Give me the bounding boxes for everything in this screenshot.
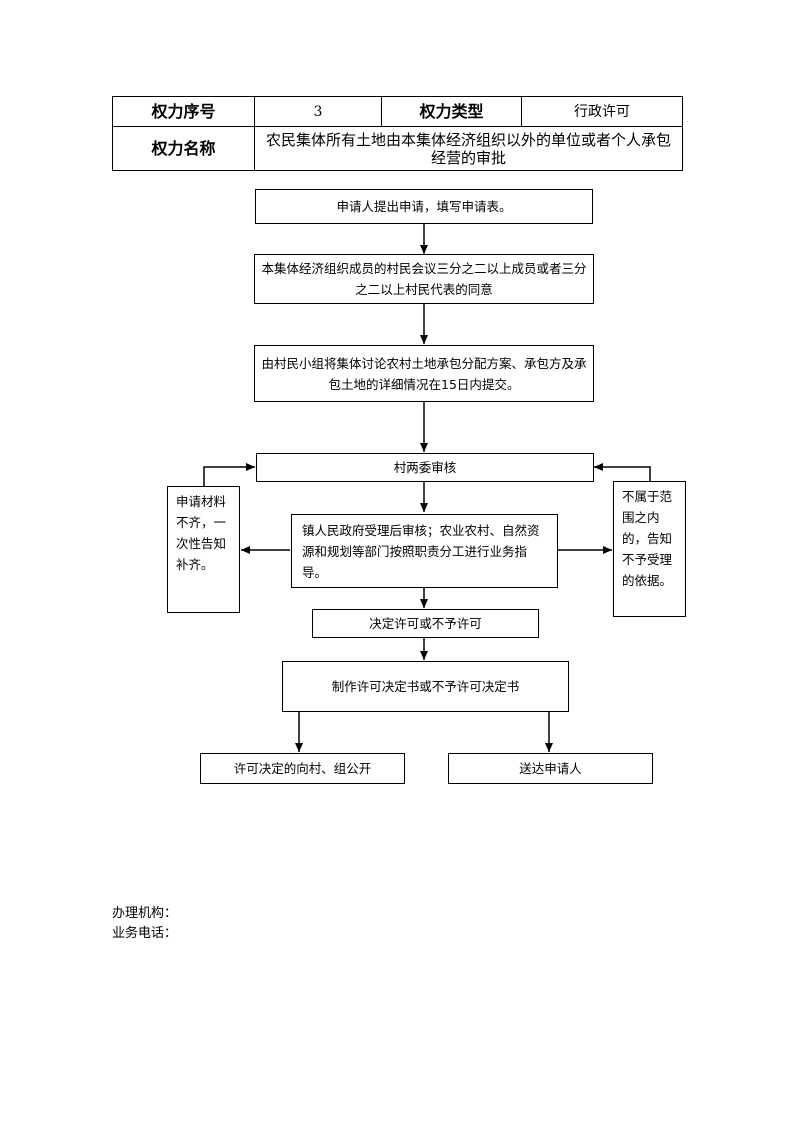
- power-name-value: 农民集体所有土地由本集体经济组织以外的单位或者个人承包经营的审批: [254, 126, 683, 171]
- business-phone-label: 业务电话：: [112, 926, 178, 941]
- branch-incomplete-materials: 申请材料不齐，一次性告知补齐。: [167, 486, 240, 613]
- outcome-publish: 许可决定的向村、组公开: [200, 753, 405, 784]
- outcome-deliver: 送达申请人: [448, 753, 653, 784]
- step-villager-consent: 本集体经济组织成员的村民会议三分之二以上成员或者三分之二以上村民代表的同意: [254, 254, 594, 304]
- handling-org-label: 办理机构：: [112, 906, 178, 921]
- step-town-review: 镇人民政府受理后审核；农业农村、自然资源和规划等部门按照职责分工进行业务指导。: [291, 514, 558, 588]
- step-decision: 决定许可或不予许可: [312, 609, 539, 638]
- step-apply: 申请人提出申请，填写申请表。: [255, 189, 593, 224]
- step-group-submit: 由村民小组将集体讨论农村土地承包分配方案、承包方及承包土地的详细情况在15日内提…: [254, 345, 594, 402]
- power-seq-value: 3: [254, 96, 382, 127]
- power-seq-label: 权力序号: [112, 96, 255, 127]
- step-village-review: 村两委审核: [256, 453, 594, 482]
- power-name-label: 权力名称: [112, 126, 255, 171]
- branch-out-of-scope: 不属于范围之内的，告知不予受理的依据。: [613, 481, 686, 617]
- power-info-table: 权力序号 3 权力类型 行政许可 权力名称 农民集体所有土地由本集体经济组织以外…: [112, 96, 683, 171]
- arrow-left-branch-to-step4: [203, 463, 255, 486]
- step-make-decision-document: 制作许可决定书或不予许可决定书: [282, 661, 569, 712]
- arrow-right-branch-to-step4: [594, 463, 651, 481]
